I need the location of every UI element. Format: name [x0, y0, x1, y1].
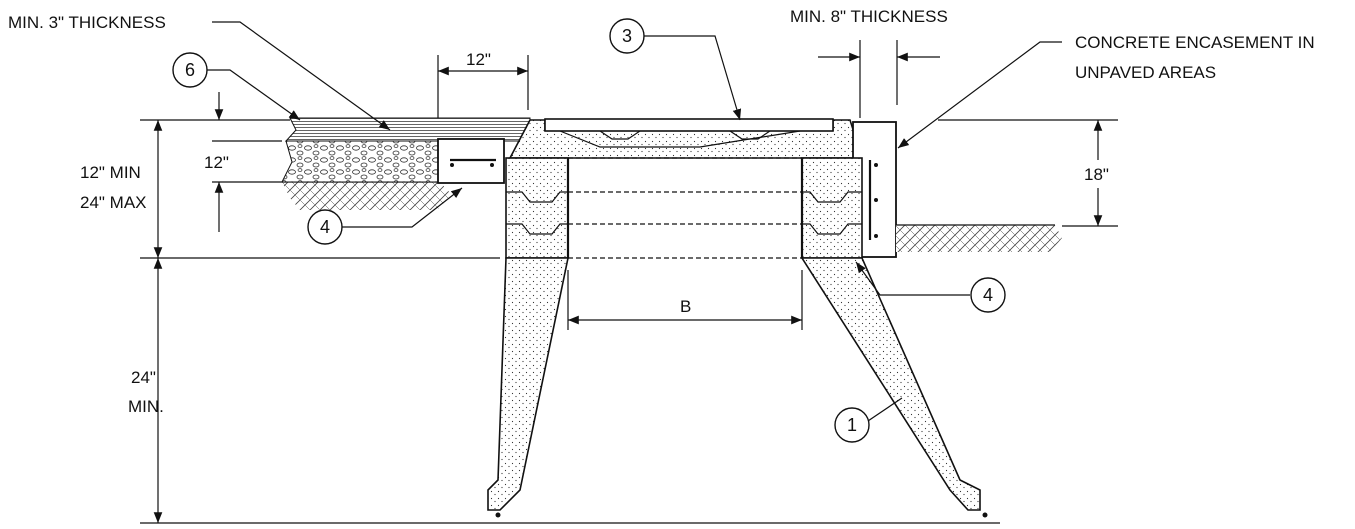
- label-dim-12-left: 12": [204, 153, 229, 172]
- svg-text:6: 6: [185, 60, 195, 80]
- adjusting-rings-left: [505, 157, 570, 269]
- label-min3-thickness: MIN. 3" THICKNESS: [8, 13, 166, 32]
- svg-text:1: 1: [847, 415, 857, 435]
- svg-text:4: 4: [983, 285, 993, 305]
- concrete-collar: [437, 138, 505, 184]
- callout-2: 3: [609, 18, 645, 54]
- asphalt-layer-left: [284, 117, 531, 142]
- svg-text:4: 4: [320, 217, 330, 237]
- label-concrete-encasement-2: UNPAVED AREAS: [1075, 63, 1216, 82]
- label-dim-18: 18": [1084, 165, 1109, 184]
- label-12-min: 12" MIN: [80, 163, 141, 182]
- label-dim-b: B: [680, 297, 691, 316]
- label-dim-min: MIN.: [128, 397, 164, 416]
- manhole-cone: [487, 257, 988, 518]
- svg-text:3: 3: [622, 26, 632, 46]
- ring-dashed-lines: [568, 157, 802, 259]
- callout-3: 4: [307, 209, 343, 245]
- callout-4: 4: [970, 277, 1006, 313]
- callout-6: 6: [172, 52, 208, 88]
- label-min8-thickness: MIN. 8" THICKNESS: [790, 7, 948, 26]
- aggregate-base-left: [281, 140, 441, 183]
- label-24-max: 24" MAX: [80, 193, 147, 212]
- callout-1: 1: [834, 407, 870, 443]
- soil-left: [282, 181, 452, 210]
- soil-right: [896, 225, 1062, 252]
- label-dim-12-top: 12": [466, 50, 491, 69]
- adjusting-rings-right: [800, 157, 863, 269]
- label-dim-24: 24": [131, 368, 156, 387]
- label-concrete-encasement-1: CONCRETE ENCASEMENT IN: [1075, 33, 1315, 52]
- manhole-frame-cover: [508, 118, 864, 159]
